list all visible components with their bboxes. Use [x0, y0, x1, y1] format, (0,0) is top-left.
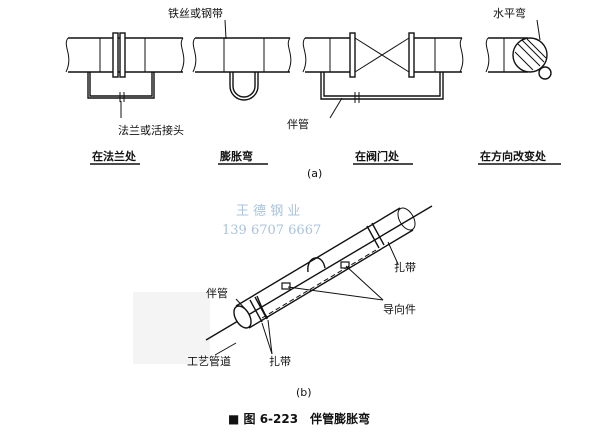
leader-lines-a [120, 19, 541, 119]
label-strap-left: 扎带 [269, 354, 291, 368]
direction-change-section-diagram [485, 37, 552, 80]
expansion-bend-section-diagram [192, 37, 292, 101]
label-wire-or-band: 铁丝或钢带 [168, 7, 223, 20]
section-title-flange: 在法兰处 [92, 149, 137, 163]
flange-section-diagram [65, 32, 185, 102]
section-title-direction-change: 在方向改变处 [480, 149, 547, 163]
label-guide: 导向件 [383, 302, 416, 316]
watermark-phone: 139 6707 6667 [222, 223, 321, 238]
section-title-expansion-bend: 膨胀弯 [219, 149, 253, 163]
label-tracer-pipe-b: 伴管 [206, 286, 228, 300]
label-strap-right: 扎带 [394, 260, 416, 274]
section-title-valve: 在阀门处 [355, 149, 400, 163]
subfigure-label-b: (b) [296, 386, 312, 399]
isometric-tracer-diagram [133, 205, 433, 364]
valve-section-diagram [302, 32, 464, 103]
label-flange-or-union: 法兰或活接头 [118, 123, 184, 137]
leader-lines-b [214, 241, 399, 356]
label-tracer-pipe-a: 伴管 [287, 117, 309, 131]
figure-caption: ■ 图 6-223 伴管膨胀弯 [228, 411, 370, 426]
label-process-pipe: 工艺管道 [187, 354, 231, 368]
subfigure-label-a: (a) [307, 167, 322, 180]
label-horizontal-bend: 水平弯 [493, 6, 526, 20]
watermark-company: 王 德 钢 业 [236, 204, 300, 219]
